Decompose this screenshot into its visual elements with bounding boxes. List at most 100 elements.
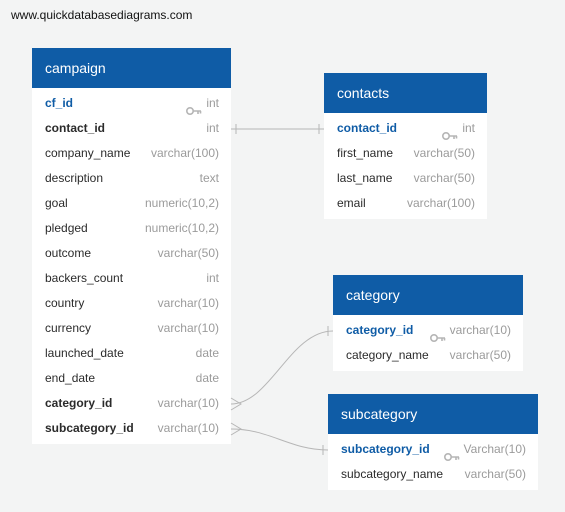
field-name: category_id	[45, 396, 113, 410]
category-table-title: category	[333, 275, 523, 315]
contacts-field-first-name[interactable]: first_name varchar(50)	[324, 141, 487, 166]
campaign-field-launched-date[interactable]: launched_date date	[32, 341, 231, 366]
field-type-label: int	[462, 121, 475, 135]
campaign-field-currency[interactable]: currency varchar(10)	[32, 316, 231, 341]
campaign-field-company-name[interactable]: company_name varchar(100)	[32, 141, 231, 166]
campaign-field-cf-id[interactable]: cf_id int	[32, 91, 231, 116]
field-type-label: varchar(10)	[157, 296, 219, 310]
field-type: text	[200, 166, 219, 191]
key-icon	[186, 99, 202, 115]
field-name: pledged	[45, 221, 88, 235]
field-name: company_name	[45, 146, 131, 160]
field-name: category_name	[346, 348, 429, 362]
field-type-label: varchar(50)	[464, 467, 526, 481]
campaign-field-end-date[interactable]: end_date date	[32, 366, 231, 391]
field-name: country	[45, 296, 85, 310]
field-name: launched_date	[45, 346, 124, 360]
relation-campaign-category	[230, 330, 334, 405]
field-type: varchar(100)	[407, 191, 475, 216]
field-name: end_date	[45, 371, 96, 385]
field-type-label: Varchar(10)	[463, 442, 526, 456]
field-type: varchar(50)	[414, 166, 475, 191]
field-type-label: varchar(10)	[157, 321, 219, 335]
field-type-label: varchar(10)	[449, 323, 511, 337]
contacts-field-email[interactable]: email varchar(100)	[324, 191, 487, 216]
field-name: last_name	[337, 171, 393, 185]
field-type: varchar(10)	[158, 391, 219, 416]
campaign-field-backers-count[interactable]: backers_count int	[32, 266, 231, 291]
field-type: numeric(10,2)	[145, 191, 219, 216]
campaign-field-goal[interactable]: goal numeric(10,2)	[32, 191, 231, 216]
field-name: first_name	[337, 146, 394, 160]
field-type-label: date	[195, 371, 219, 385]
campaign-field-country[interactable]: country varchar(10)	[32, 291, 231, 316]
campaign-field-pledged[interactable]: pledged numeric(10,2)	[32, 216, 231, 241]
field-type: date	[196, 366, 219, 391]
key-icon	[443, 445, 460, 461]
relation-campaign-subcategory	[230, 428, 329, 451]
campaign-field-subcategory-id[interactable]: subcategory_id varchar(10)	[32, 416, 231, 441]
field-type: varchar(10)	[158, 316, 219, 341]
campaign-field-description[interactable]: description text	[32, 166, 231, 191]
field-type: varchar(100)	[151, 141, 219, 166]
field-type-label: numeric(10,2)	[144, 221, 219, 235]
field-type: numeric(10,2)	[145, 216, 219, 241]
field-name: description	[45, 171, 104, 185]
subcategory-fields: subcategory_id Varchar(10) subcategory_nam…	[328, 434, 538, 490]
field-name: subcategory_id	[341, 442, 430, 456]
field-type: date	[196, 341, 219, 366]
field-name: goal	[45, 196, 68, 210]
field-type-label: varchar(50)	[449, 348, 511, 362]
field-name: cf_id	[45, 96, 74, 110]
field-name: currency	[45, 321, 92, 335]
field-type-label: int	[206, 121, 219, 135]
field-type: varchar(50)	[414, 141, 475, 166]
subcategory-field-subcategory-name[interactable]: subcategory_name varchar(50)	[328, 462, 538, 487]
field-name: backers_count	[45, 271, 124, 285]
field-type-label: int	[206, 271, 219, 285]
relation-campaign-category-crow	[230, 397, 242, 411]
campaign-table-title: campaign	[32, 48, 231, 88]
campaign-field-outcome[interactable]: outcome varchar(50)	[32, 241, 231, 266]
field-name: category_id	[346, 323, 414, 337]
field-type-label: varchar(100)	[150, 146, 219, 160]
campaign-field-contact-id[interactable]: contact_id int	[32, 116, 231, 141]
field-type: varchar(10)	[158, 416, 219, 441]
field-type-label: varchar(50)	[157, 246, 219, 260]
campaign-field-category-id[interactable]: category_id varchar(10)	[32, 391, 231, 416]
field-type-label: int	[206, 96, 219, 110]
contacts-field-last-name[interactable]: last_name varchar(50)	[324, 166, 487, 191]
field-type-label: varchar(50)	[413, 171, 475, 185]
category-fields: category_id varchar(10) category_name varch…	[333, 315, 523, 371]
field-type-label: numeric(10,2)	[144, 196, 219, 210]
field-type: int	[442, 116, 475, 141]
field-name: email	[337, 196, 366, 210]
field-type-label: varchar(50)	[413, 146, 475, 160]
field-type-label: date	[195, 346, 219, 360]
key-icon	[442, 124, 458, 140]
subcategory-field-subcategory-id[interactable]: subcategory_id Varchar(10)	[328, 437, 538, 462]
contacts-table-title: contacts	[324, 73, 487, 113]
field-type: int	[206, 266, 219, 291]
field-type: varchar(10)	[158, 291, 219, 316]
field-type-label: varchar(100)	[406, 196, 475, 210]
category-field-category-id[interactable]: category_id varchar(10)	[333, 318, 523, 343]
field-type: varchar(10)	[429, 318, 511, 343]
field-type: int	[206, 116, 219, 141]
category-field-category-name[interactable]: category_name varchar(50)	[333, 343, 523, 368]
field-type: varchar(50)	[465, 462, 526, 487]
field-type: varchar(50)	[158, 241, 219, 266]
field-name: contact_id	[45, 121, 106, 135]
field-name: outcome	[45, 246, 92, 260]
relation-campaign-subcategory-crow	[230, 422, 242, 436]
field-name: subcategory_id	[45, 421, 134, 435]
field-name: subcategory_name	[341, 467, 444, 481]
field-type-label: text	[199, 171, 219, 185]
